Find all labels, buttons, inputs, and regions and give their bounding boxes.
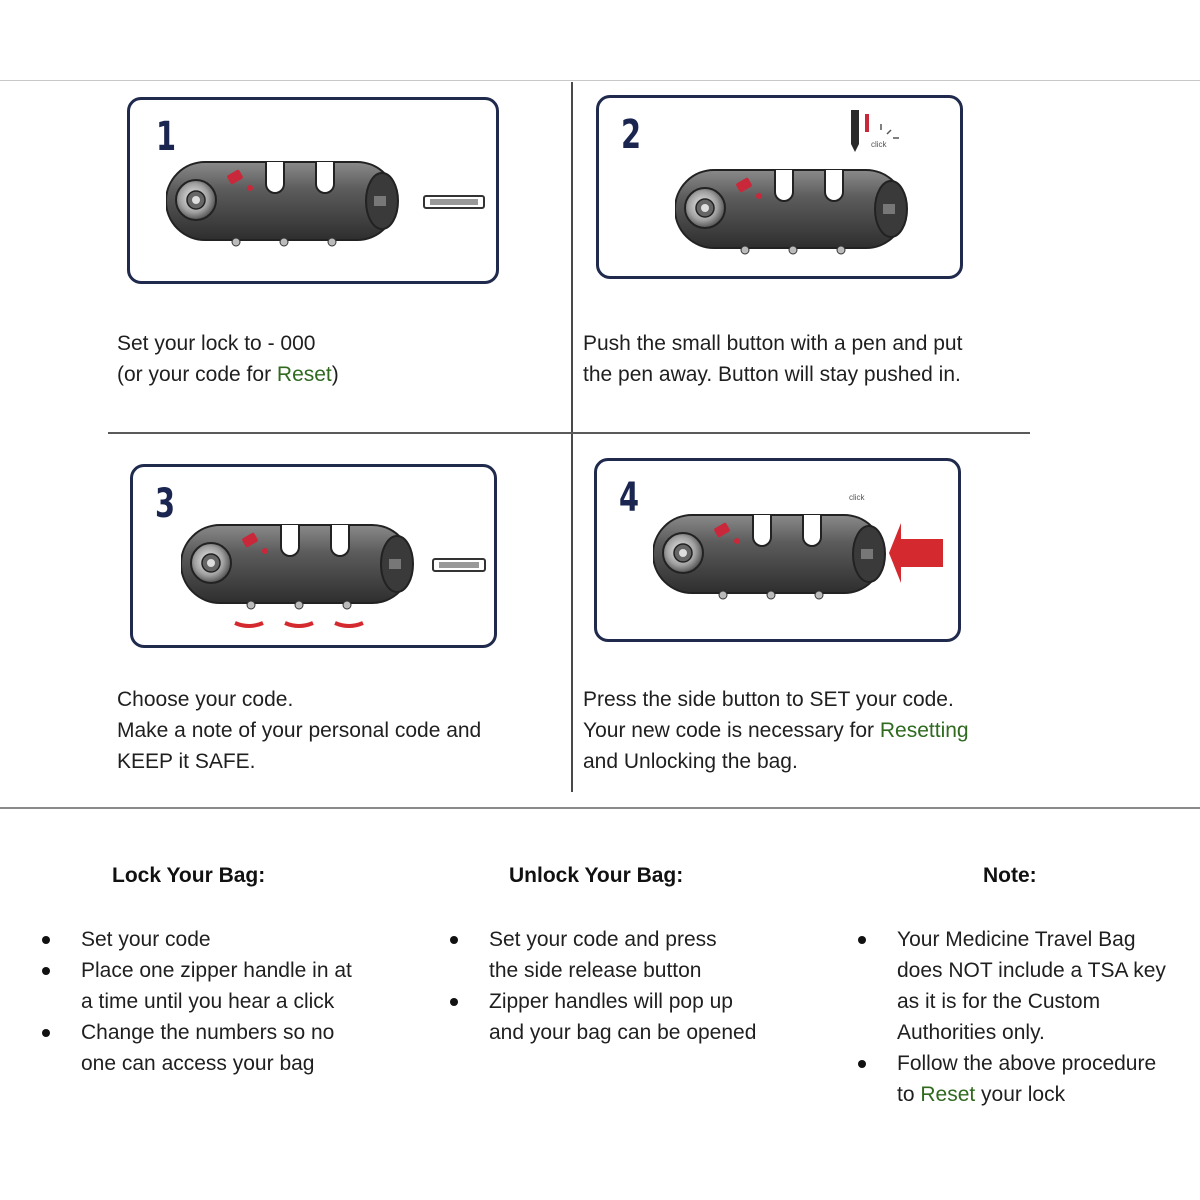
lock-illustration	[166, 161, 485, 247]
step-4-caption: Press the side button to SET your code. …	[583, 688, 969, 773]
bullet-icon	[858, 1060, 866, 1068]
step-2-panel: 2 click	[596, 95, 963, 279]
resetting-link-text: Resetting	[879, 719, 969, 742]
bullet-icon	[42, 936, 50, 944]
middle-divider	[108, 432, 1030, 434]
step-1-number: 1	[156, 114, 177, 160]
top-divider	[0, 80, 1200, 81]
lock-illustration	[675, 169, 908, 255]
lock-illustration	[181, 524, 486, 628]
bullet-icon	[858, 936, 866, 944]
list-item: Set your code	[42, 924, 352, 955]
reset-link-text: Reset	[920, 1083, 976, 1106]
bullet-icon	[450, 936, 458, 944]
step-3-panel: 3	[130, 464, 497, 648]
click-label: click	[871, 140, 887, 149]
unlock-bag-title: Unlock Your Bag:	[509, 864, 684, 887]
lock-bag-title: Lock Your Bag:	[112, 864, 266, 887]
step-1-panel: 1	[127, 97, 499, 284]
bullet-icon	[42, 1029, 50, 1037]
lock-bag-list: Set your code Place one zipper handle in…	[42, 924, 352, 1079]
lock-illustration	[653, 514, 943, 600]
click-label: click	[849, 493, 865, 502]
bullet-icon	[42, 967, 50, 975]
pen-icon	[851, 110, 899, 152]
step-2-caption: Push the small button with a pen and put…	[583, 332, 963, 386]
step-4-panel: 4 click	[594, 458, 961, 642]
vertical-divider	[571, 82, 573, 792]
bullet-icon	[450, 998, 458, 1006]
step-2-number: 2	[621, 112, 642, 158]
note-title: Note:	[983, 864, 1037, 887]
step-1-caption: Set your lock to - 000 (or your code for…	[117, 332, 339, 386]
step-4-number: 4	[619, 475, 640, 521]
reset-link-text: Reset	[276, 363, 332, 386]
step-3-caption: Choose your code. Make a note of your pe…	[117, 688, 482, 773]
step-3-number: 3	[155, 481, 176, 527]
bottom-divider	[0, 807, 1200, 809]
